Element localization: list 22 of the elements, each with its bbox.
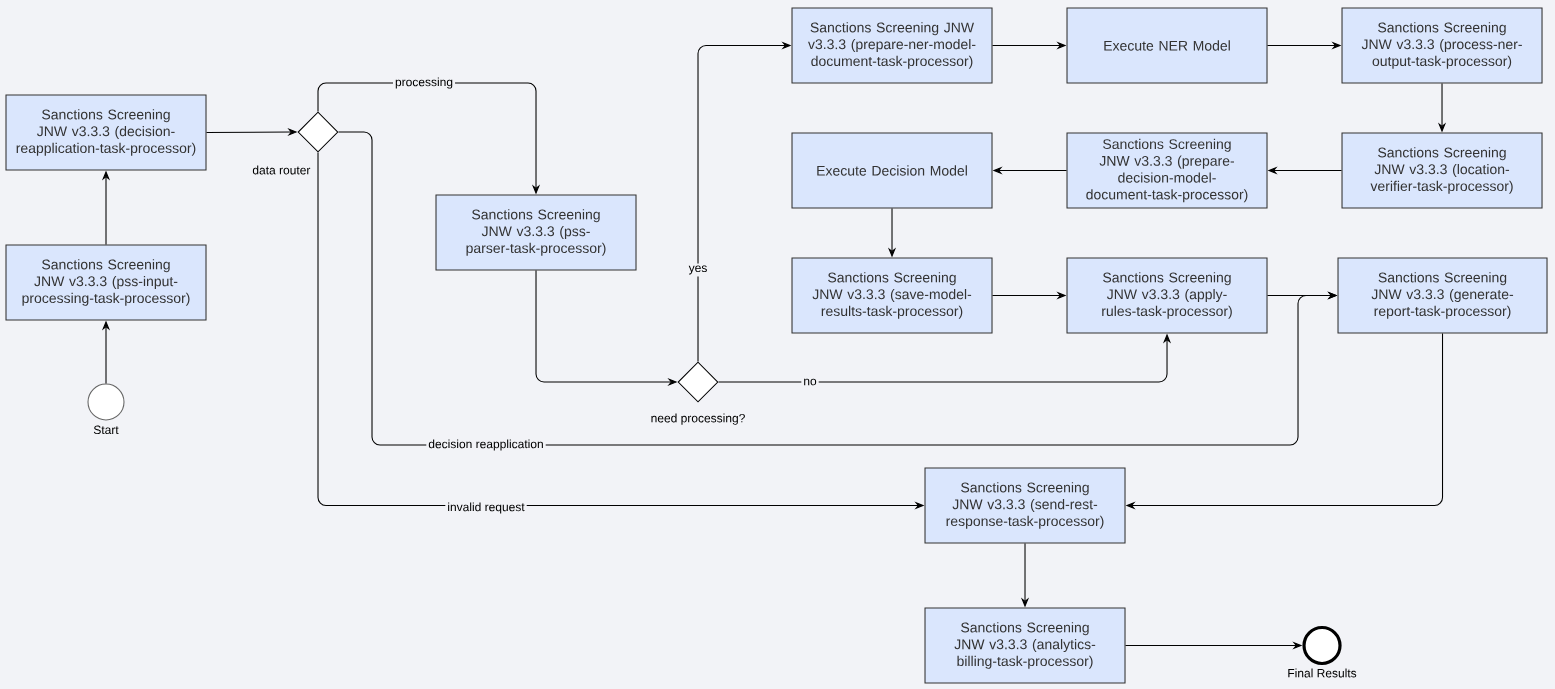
process-box: Sanctions Screening JNW v3.3.3 (generate-report-task-processor) bbox=[1337, 257, 1548, 334]
node-label: data router bbox=[252, 165, 311, 175]
process-box: Sanctions Screening JNW v3.3.3 (apply-rules-task-processor) bbox=[1066, 257, 1268, 334]
process-box: Sanctions Screening JNW v3.3.3 (pss-input-processing-task-processor) bbox=[5, 244, 207, 321]
process-box: Sanctions Screening JNW v3.3.3 (decision-reapplication-task-processor) bbox=[5, 94, 207, 171]
process-box: Sanctions Screening JNW v3.3.3 (prepare-ner-model-document-task-processor) bbox=[791, 7, 993, 84]
process-box: Execute NER Model bbox=[1066, 7, 1268, 84]
node-label: need processing? bbox=[651, 413, 745, 425]
process-box: Sanctions Screening JNW v3.3.3 (analytics-billing-task-processor) bbox=[924, 607, 1126, 684]
edge-label: decision reapplication bbox=[426, 437, 546, 453]
process-box: Sanctions Screening JNW v3.3.3 (process-ner-output-task-processor) bbox=[1341, 7, 1543, 84]
edge-label: no bbox=[801, 376, 819, 388]
node-label: Start bbox=[93, 425, 119, 435]
process-box: Sanctions Screening JNW v3.3.3 (prepare-decision-model-document-task-processor) bbox=[1066, 132, 1268, 209]
process-box: Execute Decision Model bbox=[791, 132, 993, 209]
process-box: Sanctions Screening JNW v3.3.3 (send-rest-response-task-processor) bbox=[924, 467, 1126, 544]
process-box: Sanctions Screening JNW v3.3.3 (pss-parser-task-processor) bbox=[435, 194, 637, 271]
edge-label: processing bbox=[393, 75, 456, 91]
edge-label: invalid request bbox=[445, 500, 527, 516]
process-box: Sanctions Screening JNW v3.3.3 (save-model-results-task-processor) bbox=[791, 257, 993, 334]
process-box: Sanctions Screening JNW v3.3.3 (location-verifier-task-processor) bbox=[1341, 132, 1543, 209]
node-label: Final Results bbox=[1288, 668, 1357, 678]
